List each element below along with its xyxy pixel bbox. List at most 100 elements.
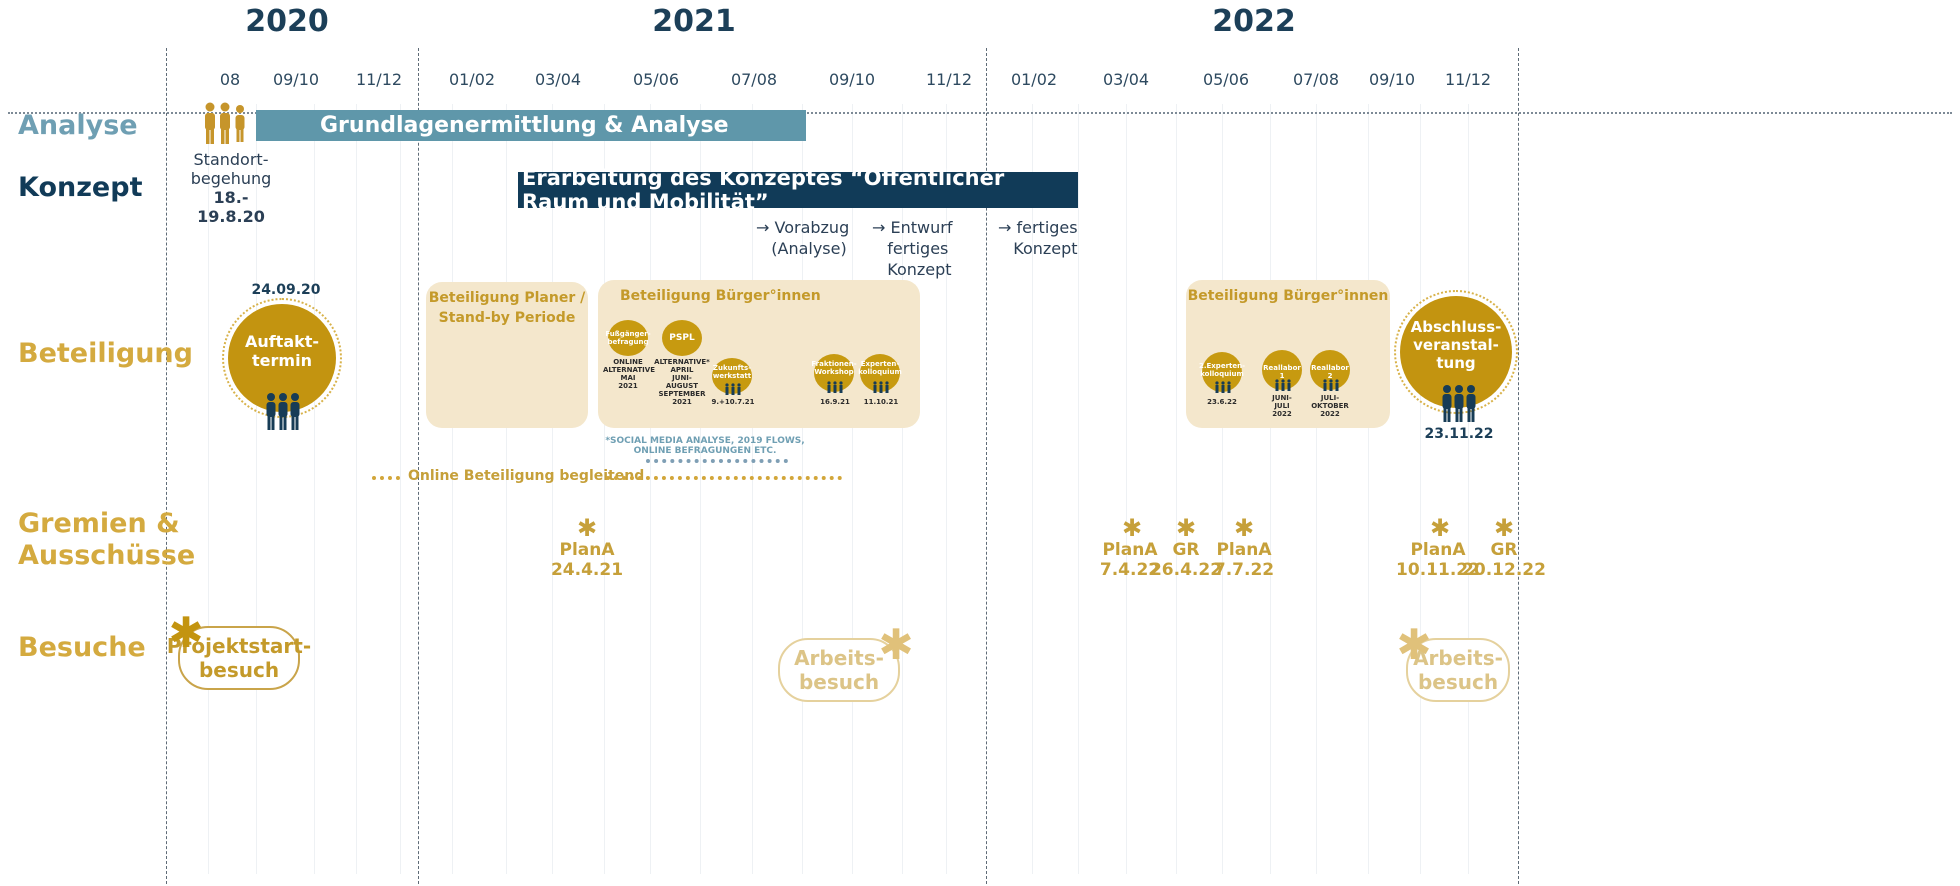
month-label: 07/08 xyxy=(1292,70,1340,89)
row-label-besuche: Besuche xyxy=(18,632,146,663)
asterisk-star-icon: ✱ xyxy=(1429,514,1451,542)
konzept-bar: Erarbeitung des Konzeptes “Öffentlicher … xyxy=(518,166,1078,214)
header-separator xyxy=(8,112,1952,114)
besuch-projektstart: Projektstart- besuch xyxy=(167,626,311,690)
month-label: 08 xyxy=(219,70,241,89)
gremien-label: GR xyxy=(1172,540,1200,560)
event-note: ONLINE ALTERNATIVE MAI 2021 xyxy=(603,358,655,390)
row-label-beteiligung: Beteiligung xyxy=(18,338,193,369)
month-label: 09/10 xyxy=(272,70,320,89)
gremien-label: GR xyxy=(1490,540,1518,560)
kickoff-date: 24.09.20 xyxy=(251,282,321,298)
gremien-date: 20.12.22 xyxy=(1462,560,1546,580)
panel-title: Beteiligung Planer / Stand-by Periode xyxy=(428,290,586,326)
month-label: 03/04 xyxy=(534,70,582,89)
year-2020: 2020 xyxy=(245,4,329,39)
event-note: JUNI- JULI 2022 xyxy=(1272,394,1292,418)
besuch-arbeitsbesuch-2021: Arbeits- besuch xyxy=(778,638,900,702)
month-label: 05/06 xyxy=(632,70,680,89)
year-divider-2022 xyxy=(986,48,987,884)
year-divider-2021 xyxy=(418,48,419,884)
gremien-label: PlanA xyxy=(559,540,615,560)
online-beteiligung-label: Online Beteiligung begleitend xyxy=(408,468,645,484)
event-note: JULI- OKTOBER 2022 xyxy=(1311,394,1349,418)
panel-title: Beteiligung Bürger°innen xyxy=(620,288,821,304)
gremien-date: 26.4.22 xyxy=(1149,560,1223,580)
event-fraktionen-workshop: Fraktionen- Workshop xyxy=(811,354,857,392)
social-media-note: *SOCIAL MEDIA ANALYSE, 2019 FLOWS, ONLIN… xyxy=(605,436,805,456)
online-dots-right xyxy=(606,476,842,480)
people-group-icon xyxy=(724,380,742,395)
month-label: 09/10 xyxy=(1368,70,1416,89)
people-group-icon xyxy=(826,378,844,393)
people-group-icon xyxy=(200,100,250,150)
year-divider-2020 xyxy=(166,48,167,884)
asterisk-star-icon: ✱ xyxy=(576,514,598,542)
event-pspl: PSPL xyxy=(662,320,702,356)
social-media-dots xyxy=(646,459,788,463)
konzept-note-vorabzug: → Vorabzug (Analyse) xyxy=(756,218,850,258)
asterisk-star-icon: ✱ xyxy=(168,608,204,657)
standortbegehung-date: 18.- 19.8.20 xyxy=(197,188,265,226)
asterisk-star-icon: ✱ xyxy=(1396,620,1432,669)
online-dots-left xyxy=(372,476,400,480)
month-label: 11/12 xyxy=(355,70,403,89)
gremien-date: 24.4.21 xyxy=(550,560,624,580)
event-note: 16.9.21 xyxy=(820,398,850,406)
panel-beteiligung-planer: Beteiligung Planer / Stand-by Periode xyxy=(426,282,588,428)
asterisk-star-icon: ✱ xyxy=(1175,514,1197,542)
people-group-icon xyxy=(1438,384,1480,424)
gremien-date: 7.7.22 xyxy=(1213,560,1275,580)
asterisk-star-icon: ✱ xyxy=(878,620,914,669)
panel-title: Beteiligung Bürger°innen xyxy=(1187,288,1389,304)
gremien-label: PlanA xyxy=(1216,540,1272,560)
people-group-icon xyxy=(262,392,304,432)
gremien-label: PlanA xyxy=(1410,540,1466,560)
konzept-note-fertig: → fertiges Konzept xyxy=(998,218,1078,258)
besuch-arbeitsbesuch-2022: Arbeits- besuch xyxy=(1406,638,1510,702)
year-2022: 2022 xyxy=(1212,4,1296,39)
month-label: 01/02 xyxy=(448,70,496,89)
event-fussgaengerbefragung: Fußgänger- befragung xyxy=(605,320,651,356)
month-label: 05/06 xyxy=(1202,70,1250,89)
month-label: 01/02 xyxy=(1010,70,1058,89)
people-group-icon xyxy=(1274,376,1292,391)
analyse-bar: Grundlagenermittlung & Analyse xyxy=(256,110,806,141)
gremien-date: 7.4.22 xyxy=(1099,560,1161,580)
closing-date: 23.11.22 xyxy=(1424,426,1494,442)
year-2021: 2021 xyxy=(652,4,736,39)
month-label: 07/08 xyxy=(730,70,778,89)
asterisk-star-icon: ✱ xyxy=(1121,514,1143,542)
year-divider-end xyxy=(1518,48,1519,884)
event-reallabor-1: Reallabor 1 xyxy=(1262,350,1302,390)
event-note: 9.+10.7.21 xyxy=(711,398,755,406)
people-group-icon xyxy=(1322,376,1340,391)
row-label-analyse: Analyse xyxy=(18,110,138,141)
month-label: 09/10 xyxy=(828,70,876,89)
people-group-icon xyxy=(872,378,890,393)
row-label-gremien: Gremien & Ausschüsse xyxy=(18,508,196,571)
gremien-date: 10.11.22 xyxy=(1396,560,1480,580)
asterisk-star-icon: ✱ xyxy=(1233,514,1255,542)
event-reallabor-2: Reallabor 2 xyxy=(1310,350,1350,390)
panel-beteiligung-buerger-2021: Beteiligung Bürger°innen xyxy=(598,280,920,428)
kickoff-circle: Auftakt- termin xyxy=(228,304,336,412)
event-note: ALTERNATIVE* APRIL JUNI- AUGUST SEPTEMBE… xyxy=(654,358,710,406)
asterisk-star-icon: ✱ xyxy=(1493,514,1515,542)
standortbegehung-label: Standort- begehung xyxy=(190,150,272,188)
month-label: 03/04 xyxy=(1102,70,1150,89)
gremien-label: PlanA xyxy=(1102,540,1158,560)
month-label: 11/12 xyxy=(925,70,973,89)
event-note: 11.10.21 xyxy=(863,398,899,406)
konzept-note-entwurf: → Entwurf fertiges Konzept xyxy=(872,218,953,279)
event-note: 23.6.22 xyxy=(1207,398,1237,406)
people-group-icon xyxy=(1214,378,1232,393)
row-label-konzept: Konzept xyxy=(18,172,143,203)
month-label: 11/12 xyxy=(1444,70,1492,89)
